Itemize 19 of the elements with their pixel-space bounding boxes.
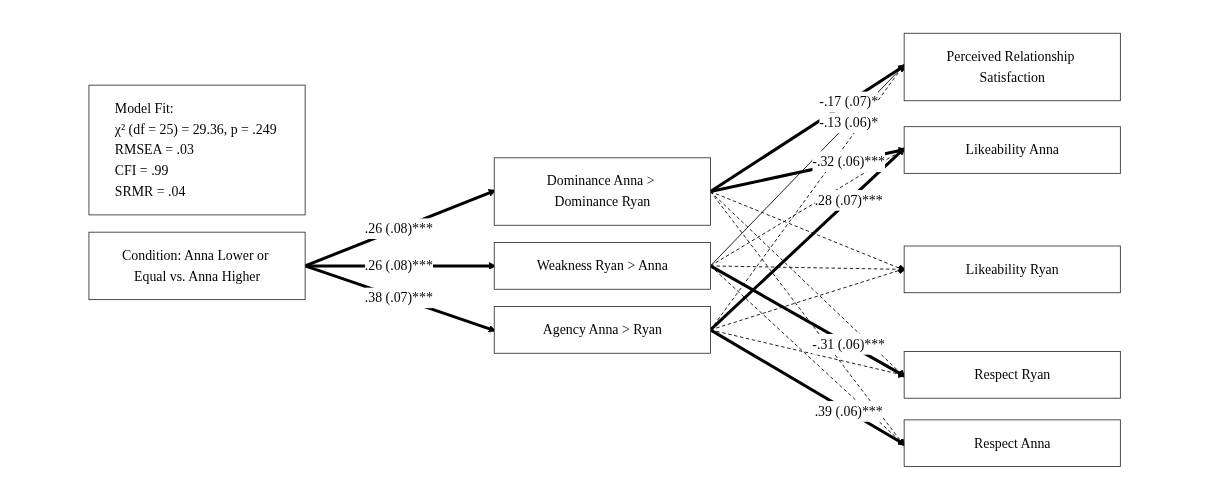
node-box: Dominance Anna > Dominance Ryan xyxy=(494,157,712,226)
node-box: Agency Anna > Ryan xyxy=(494,306,712,354)
node-box: Weakness Ryan > Anna xyxy=(494,242,712,290)
edge-label: -.32 (.06)*** xyxy=(812,153,886,169)
node-box: Respect Ryan xyxy=(904,351,1122,399)
node-box: Perceived Relationship Satisfaction xyxy=(904,32,1122,102)
edge-label: -.13 (.06)* xyxy=(819,114,879,130)
edge-label: -.17 (.07)* xyxy=(819,94,879,109)
edge-label: .38 (.07)*** xyxy=(365,290,434,305)
edge-label: -.31 (.06)*** xyxy=(812,336,886,352)
edge-label: .26 (.08)*** xyxy=(365,220,434,236)
node-box: Likeability Anna xyxy=(904,126,1122,174)
node-box: Model Fit: χ² (df = 25) = 29.36, p = .249 RMSEA = .03 CFI = .99 SRMR = .04 xyxy=(88,84,306,216)
edge-label: .28 (.07)*** xyxy=(815,192,884,208)
node-box: Likeability Ryan xyxy=(904,245,1122,294)
node-box: Condition: Anna Lower or Equal vs. Anna Higher xyxy=(88,231,306,301)
edge-label: .26 (.08)*** xyxy=(365,258,434,273)
node-box: Respect Anna xyxy=(904,419,1122,467)
edge-label: .39 (.06)*** xyxy=(815,403,884,419)
